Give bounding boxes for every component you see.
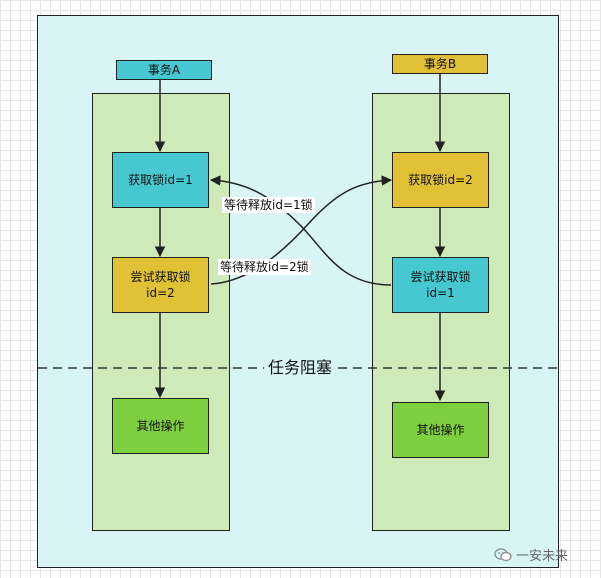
b-try-acquire-line1: 尝试获取锁 — [410, 270, 471, 284]
b-acquire-lock-id2: 获取锁id=2 — [392, 152, 489, 208]
a-acquire-lock-id1: 获取锁id=1 — [112, 152, 209, 208]
wechat-icon — [494, 547, 512, 561]
a-try-acquire-lock-id2: 尝试获取锁 id=2 — [112, 257, 209, 313]
label-wait-id2: 等待释放id=2锁 — [218, 259, 311, 275]
label-wait-id1: 等待释放id=1锁 — [222, 197, 315, 213]
a-try-acquire-line2: id=2 — [146, 286, 175, 300]
a-other-operations: 其他操作 — [112, 398, 209, 454]
a-try-acquire-line1: 尝试获取锁 — [130, 270, 191, 284]
b-try-acquire-lock-id1: 尝试获取锁 id=1 — [392, 257, 489, 313]
transaction-b-header: 事务B — [392, 54, 488, 74]
watermark: 一安未来 — [494, 545, 568, 564]
b-other-operations: 其他操作 — [392, 402, 489, 458]
arrow-wait-id1 — [209, 175, 392, 286]
watermark-text: 一安未来 — [516, 549, 569, 564]
arrow-wait-id2 — [210, 175, 393, 285]
label-task-blocked: 任务阻塞 — [264, 357, 337, 379]
transaction-a-header: 事务A — [116, 60, 212, 80]
b-try-acquire-line2: id=1 — [426, 286, 455, 300]
